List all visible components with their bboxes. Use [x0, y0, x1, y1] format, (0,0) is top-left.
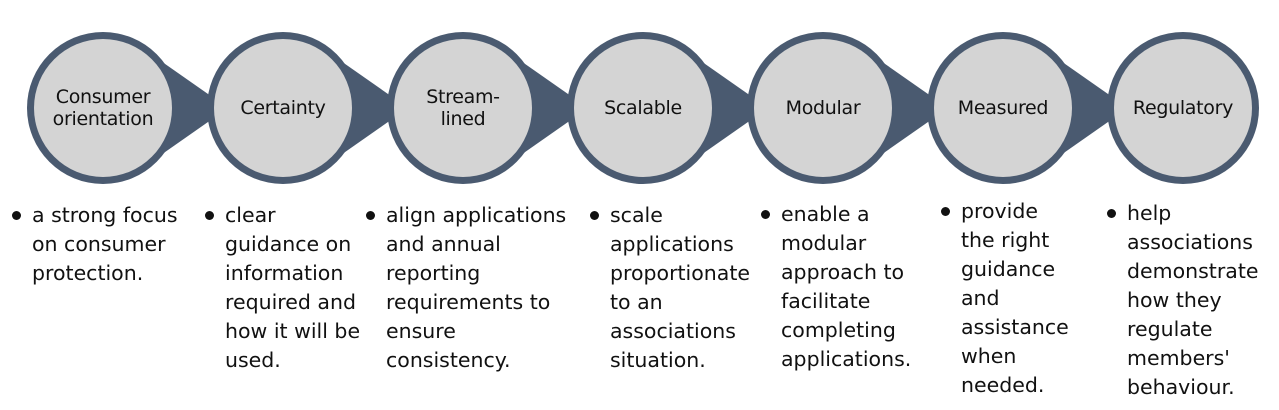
bullet-dot — [941, 207, 950, 216]
bullet-dot — [590, 211, 599, 220]
step-title-regulatory: Regulatory — [1132, 97, 1234, 119]
step-circle-2-inner — [214, 39, 352, 177]
bullet-dot — [205, 211, 214, 220]
bullet-dot — [761, 210, 770, 219]
step-bullet-1: a strong focus on consumer protection. — [12, 201, 178, 288]
bullet-dot — [1107, 209, 1116, 218]
step-title-consumer-orientation: Consumer orientation — [52, 86, 154, 130]
step-bullet-text: enable a modular approach to facilitate … — [781, 202, 912, 371]
step-title-measured: Measured — [957, 97, 1049, 119]
step-bullet-5: enable a modular approach to facilitate … — [761, 200, 912, 374]
step-bullet-7: help associations demonstrate how they r… — [1107, 199, 1259, 402]
step-circle-6-inner — [934, 39, 1072, 177]
step-circle-5-inner — [754, 39, 892, 177]
step-circle-3-inner — [394, 39, 532, 177]
step-bullet-text: align applications and annual reporting … — [386, 203, 567, 372]
process-chain — [27, 32, 1259, 184]
bullet-dot — [366, 211, 375, 220]
step-bullet-text: a strong focus on consumer protection. — [32, 203, 178, 285]
step-bullet-2: clear guidance on information required a… — [205, 201, 361, 375]
step-bullet-text: provide the right guidance and assistanc… — [961, 199, 1069, 397]
step-title-streamlined: Stream- lined — [426, 86, 500, 130]
bullet-dot — [12, 211, 21, 220]
step-title-scalable: Scalable — [604, 97, 682, 119]
step-bullet-text: clear guidance on information required a… — [225, 203, 361, 372]
step-title-modular: Modular — [785, 97, 861, 119]
step-bullet-text: scale applications proportionate to an a… — [610, 203, 750, 372]
step-bullet-text: help associations demonstrate how they r… — [1127, 201, 1259, 399]
step-bullet-4: scale applications proportionate to an a… — [590, 201, 750, 375]
step-bullet-3: align applications and annual reporting … — [366, 201, 567, 375]
step-circle-1-inner — [34, 39, 172, 177]
step-circle-7-inner — [1114, 39, 1252, 177]
step-circle-4-inner — [574, 39, 712, 177]
step-title-certainty: Certainty — [240, 97, 326, 119]
step-bullet-6: provide the right guidance and assistanc… — [941, 197, 1069, 400]
